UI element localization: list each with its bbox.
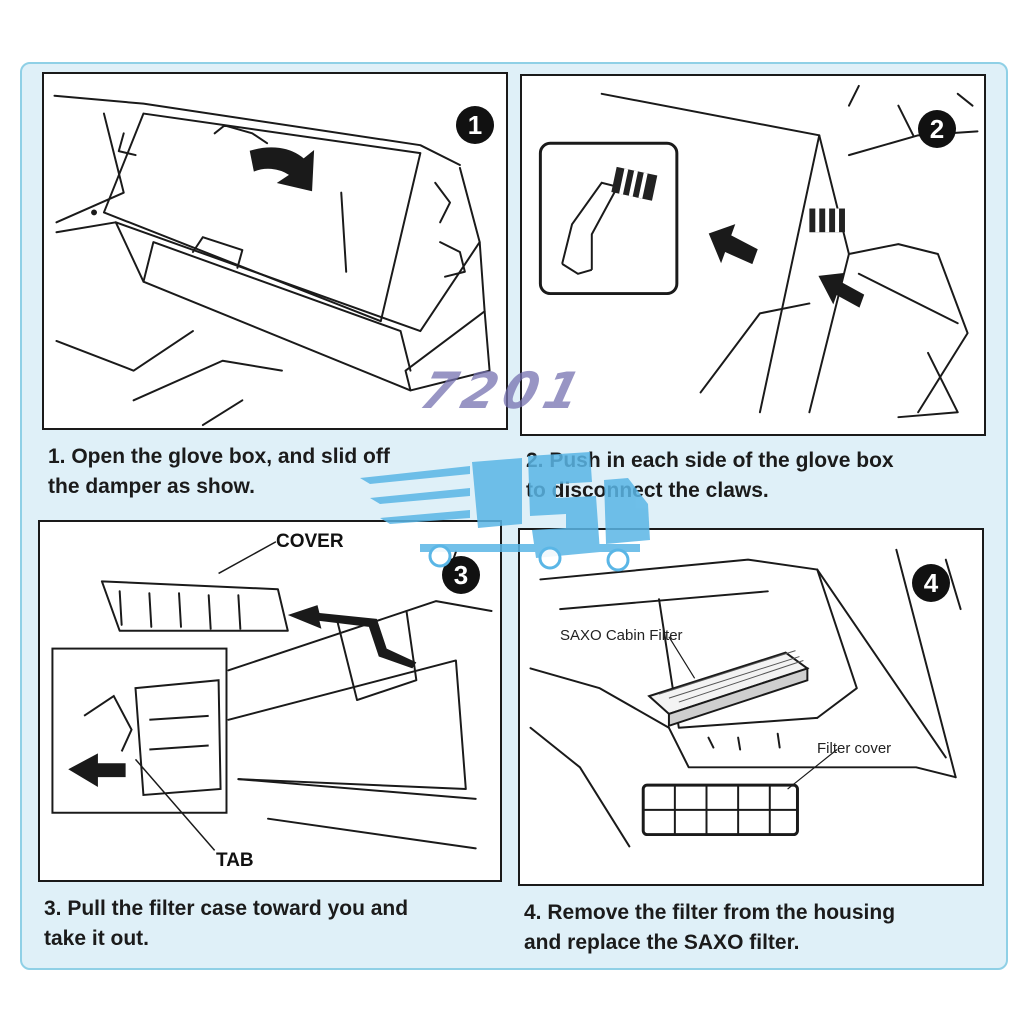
- step-number-badge: 1: [456, 106, 494, 144]
- caption-line: and replace the SAXO filter.: [524, 931, 800, 954]
- filter-cover-label: Filter cover: [817, 740, 892, 757]
- step-4-caption: 4. Remove the filter from the housing an…: [524, 898, 895, 958]
- caption-line: take it out.: [44, 927, 150, 950]
- caption-line: the damper as show.: [48, 475, 255, 498]
- push-arrow-left-icon: [708, 224, 758, 265]
- push-arrow-right-icon: [818, 272, 865, 308]
- filter-cover-icon: [641, 783, 799, 837]
- caption-line: to disconnect the claws.: [526, 479, 769, 502]
- watermark-text: 7201: [414, 362, 593, 420]
- press-arrow-icon: [68, 753, 126, 788]
- glove-box-claws-drawing: [538, 84, 979, 419]
- caption-line: 1. Open the glove box, and slid off: [48, 445, 390, 468]
- filter-replace-drawing: [529, 548, 962, 848]
- down-arrow-icon: [249, 147, 315, 192]
- step-number-badge: 4: [912, 564, 950, 602]
- pull-arrow-icon: [287, 605, 417, 669]
- glove-box-open-drawing: [53, 94, 491, 427]
- step-number-badge: 2: [918, 110, 956, 148]
- step-2-illustration: 2: [520, 74, 986, 436]
- saxo-cabin-filter-label: SAXO Cabin Filter: [560, 627, 683, 644]
- truck-logo-icon: [360, 452, 650, 572]
- cover-label: COVER: [276, 531, 344, 552]
- saxo-filter-icon: [647, 650, 810, 728]
- step-number-badge: 3: [442, 556, 480, 594]
- step-1-caption: 1. Open the glove box, and slid off the …: [48, 442, 390, 502]
- step-3-caption: 3. Pull the filter case toward you and t…: [44, 894, 408, 954]
- caption-line: 4. Remove the filter from the housing: [524, 901, 896, 924]
- tab-label: TAB: [216, 850, 254, 871]
- claw-detail-inset: [538, 141, 679, 296]
- caption-line: 3. Pull the filter case toward you and: [44, 897, 409, 920]
- step-2-caption: 2. Push in each side of the glove box to…: [526, 446, 894, 506]
- step-4-illustration: 4: [518, 528, 984, 886]
- caption-line: 2. Push in each side of the glove box: [526, 449, 894, 472]
- step-3-illustration: 3: [38, 520, 502, 882]
- step-1-illustration: 1: [42, 72, 508, 430]
- filter-case-drawing: [51, 541, 493, 851]
